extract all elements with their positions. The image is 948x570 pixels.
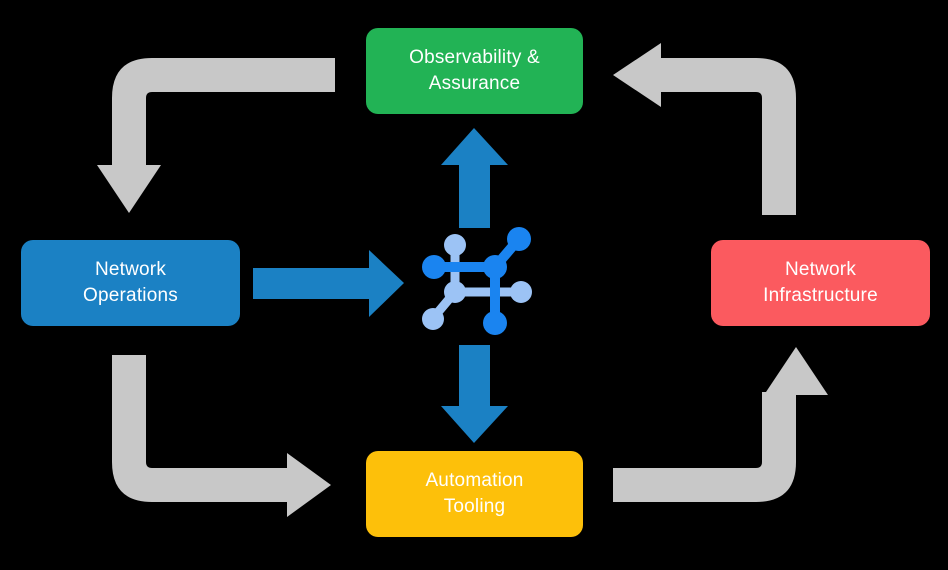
- gray-arrow-observability-to-operations: [97, 58, 335, 213]
- node-network-infrastructure[interactable]: Network Infrastructure: [711, 240, 930, 326]
- blue-arrow-operations-to-center: [253, 250, 404, 317]
- node-network-operations[interactable]: Network Operations: [21, 240, 240, 326]
- node-automation-tooling[interactable]: Automation Tooling: [366, 451, 583, 537]
- blue-arrow-center-to-observability: [441, 128, 508, 228]
- gray-arrow-automation-to-infrastructure: [613, 347, 828, 502]
- node-observability-assurance[interactable]: Observability & Assurance: [366, 28, 583, 114]
- blue-arrow-center-to-automation: [441, 345, 508, 443]
- gray-arrow-operations-to-automation: [112, 355, 331, 517]
- network-topology-icon: [422, 227, 532, 335]
- gray-arrow-infrastructure-to-observability: [613, 43, 796, 215]
